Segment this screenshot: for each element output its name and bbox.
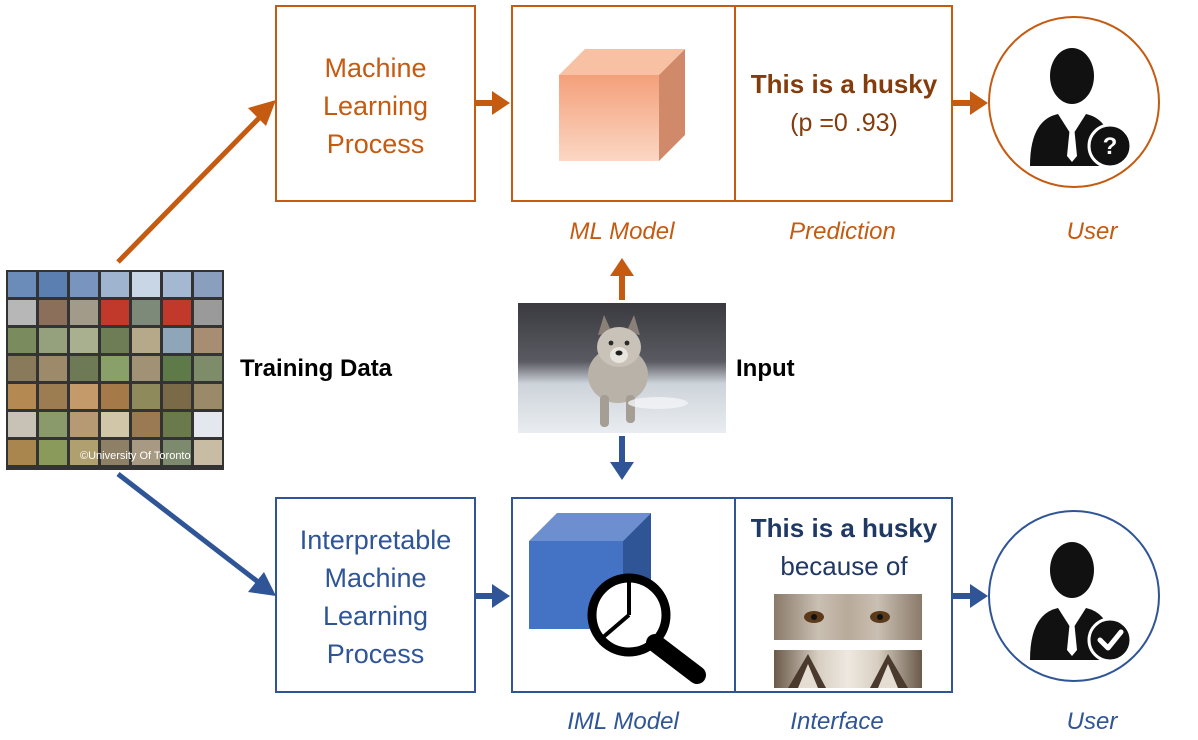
caption-interface: Interface	[790, 708, 884, 735]
iml-model-interface-box: This is a husky because of	[511, 497, 953, 693]
iml-process-line-4: Process	[326, 639, 425, 669]
caption-prediction: Prediction	[789, 218, 896, 245]
arrow-input-to-iml-model	[610, 436, 634, 480]
user-question-icon: ?	[1030, 48, 1132, 169]
divider	[734, 499, 736, 691]
caption-user-bottom: User	[1066, 708, 1118, 735]
explanation-eyes-patch	[774, 594, 922, 640]
prediction-probability: (p =0 .93)	[790, 109, 898, 137]
image-credit: ©University Of Toronto	[80, 450, 191, 462]
training-grid: ©University Of Toronto	[6, 270, 224, 470]
caption-iml-model: IML Model	[567, 708, 679, 735]
arrow-training-to-iml	[116, 472, 276, 596]
ml-process-box: Machine Learning Process	[275, 5, 476, 202]
ml-process-line-1: Machine	[324, 53, 427, 83]
explanation-ears-patch	[774, 650, 922, 688]
caption-user-top: User	[1066, 218, 1118, 245]
arrow-input-to-ml-model	[610, 258, 634, 300]
svg-text:?: ?	[1103, 133, 1118, 160]
ml-model-prediction-box: This is a husky (p =0 .93)	[511, 5, 953, 202]
arrow-interface-to-user	[952, 584, 988, 608]
wolf-photo	[518, 303, 726, 433]
wolf-shape	[588, 315, 688, 427]
prediction-title: This is a husky	[750, 69, 938, 99]
magnifier-icon	[587, 573, 706, 684]
input-label: Input	[736, 355, 795, 382]
iml-process-box: Interpretable Machine Learning Process	[275, 497, 476, 693]
iml-process-line-3: Learning	[322, 601, 429, 631]
arrow-prediction-to-user	[952, 91, 988, 115]
iml-process-line-1: Interpretable	[299, 525, 452, 555]
iml-process-line-2: Machine	[324, 563, 427, 593]
arrow-ml-to-model	[476, 91, 510, 115]
caption-ml-model: ML Model	[569, 218, 675, 245]
ml-process-line-3: Process	[326, 129, 425, 159]
user-avatar-top: ?	[988, 16, 1160, 188]
because-text: because of	[780, 551, 908, 581]
cube-icon	[559, 49, 685, 161]
training-data-label: Training Data	[240, 355, 393, 382]
user-avatar-bottom	[988, 510, 1160, 682]
arrow-training-to-ml	[116, 100, 276, 264]
divider	[734, 7, 736, 200]
user-check-icon	[1030, 542, 1132, 663]
ml-process-line-2: Learning	[322, 91, 429, 121]
arrow-iml-to-model	[476, 584, 510, 608]
interface-title: This is a husky	[750, 513, 938, 543]
